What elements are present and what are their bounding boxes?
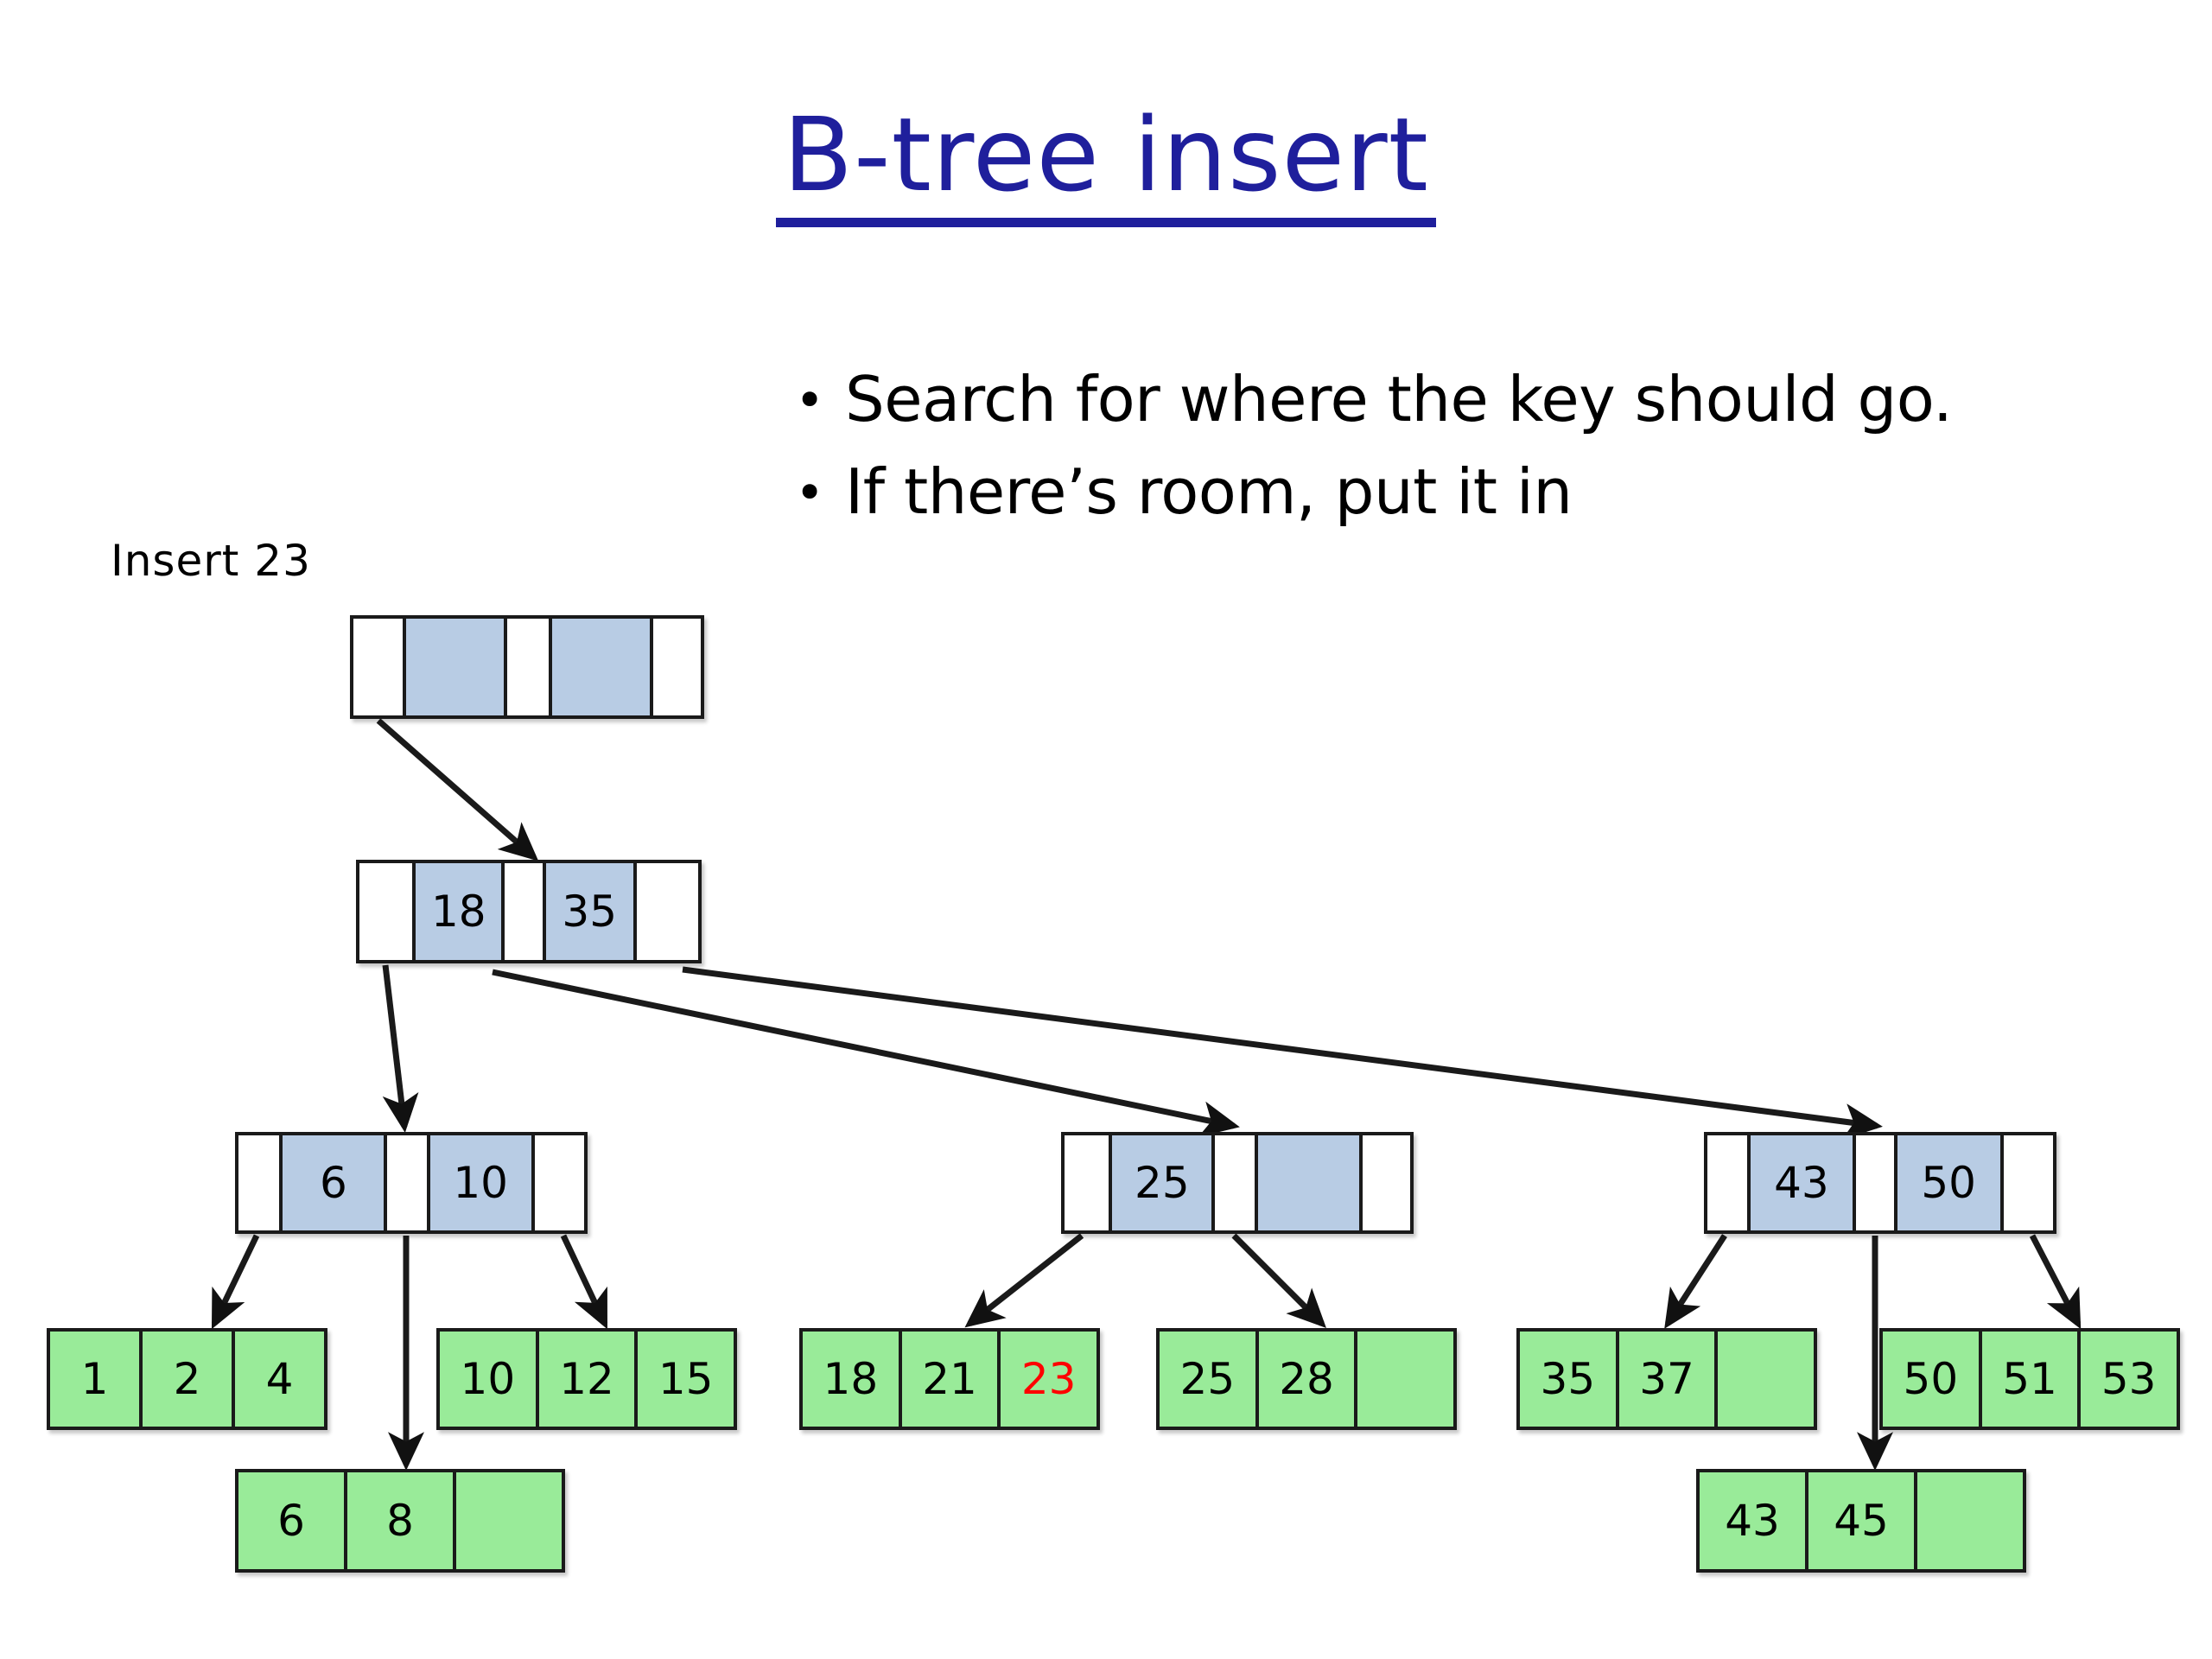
leaf-node-1-2-4-slot-2: 4 [235, 1332, 324, 1427]
bullet-text-search: Search for where the key should go. [845, 363, 1953, 435]
root-node-key-1 [406, 619, 508, 715]
internal-node-43-50-pointer-2 [1856, 1135, 1897, 1230]
internal-node-25-pointer-2 [1215, 1135, 1258, 1230]
internal-node-18-35-pointer-4 [636, 863, 698, 960]
bullet-item-room: • If there’s room, put it in [795, 455, 2091, 529]
internal-node-43-50-pointer-4 [2003, 1135, 2053, 1230]
bullet-text-room: If there’s room, put it in [845, 454, 1573, 528]
leaf-node-25-28-slot-2 [1357, 1332, 1454, 1427]
leaf-node-18-21-23-slot-1: 21 [901, 1332, 1001, 1427]
root-node[interactable] [350, 615, 704, 719]
internal-node-6-10[interactable]: 6 10 [235, 1132, 588, 1234]
tree-edge-group [211, 718, 2082, 1471]
internal-node-6-10-pointer-0 [238, 1135, 283, 1230]
internal-node-18-35-pointer-0 [359, 863, 416, 960]
root-node-pointer-4 [652, 619, 701, 715]
internal-node-6-10-key-1: 6 [283, 1135, 388, 1230]
internal-node-25-pointer-0 [1065, 1135, 1113, 1230]
edge-node-25-to-leaf-25-28 [1231, 1233, 1326, 1328]
edge-node-25-to-leaf-18-21-23 [964, 1233, 1084, 1328]
internal-node-18-35-key-1: 18 [416, 863, 505, 960]
leaf-node-43-45-slot-2 [1917, 1472, 2023, 1569]
leaf-node-1-2-4-slot-0: 1 [50, 1332, 143, 1427]
page-title-text: B-tree insert [776, 104, 1436, 227]
leaf-node-50-51-53-slot-1: 51 [1981, 1332, 2082, 1427]
bullet-marker-icon: • [795, 371, 825, 429]
leaf-node-35-37-slot-0: 35 [1520, 1332, 1619, 1427]
edge-node-43-50-to-leaf-50-51-53 [2029, 1234, 2082, 1330]
leaf-node-18-21-23-slot-0: 18 [803, 1332, 902, 1427]
edge-internal-to-node-6-10 [382, 964, 419, 1133]
bullet-list: • Search for where the key should go. • … [795, 363, 2091, 548]
edge-node-6-10-to-leaf-10-12-15 [560, 1234, 608, 1330]
leaf-node-6-8-slot-2 [456, 1472, 562, 1569]
leaf-node-43-45-slot-0: 43 [1700, 1472, 1808, 1569]
root-node-key-3 [551, 619, 653, 715]
page-title: B-tree insert [0, 104, 2212, 227]
leaf-node-43-45-slot-1: 45 [1808, 1472, 1917, 1569]
edge-node-43-50-to-leaf-35-37 [1664, 1234, 1727, 1329]
internal-node-6-10-key-3: 10 [429, 1135, 535, 1230]
internal-node-25-key-1: 25 [1112, 1135, 1216, 1230]
leaf-node-25-28-slot-0: 25 [1160, 1332, 1259, 1427]
internal-node-43-50-key-1: 43 [1750, 1135, 1857, 1230]
internal-node-43-50-pointer-0 [1707, 1135, 1751, 1230]
leaf-node-18-21-23-slot-2: 23 [1001, 1332, 1097, 1427]
insert-annotation-label: Insert 23 [111, 536, 311, 586]
leaf-node-25-28-slot-1: 28 [1258, 1332, 1358, 1427]
internal-node-18-35-key-3: 35 [545, 863, 637, 960]
root-node-pointer-0 [353, 619, 407, 715]
leaf-node-10-12-15-slot-1: 12 [538, 1332, 639, 1427]
leaf-node-35-37-slot-2 [1718, 1332, 1815, 1427]
internal-node-25-key-3 [1257, 1135, 1363, 1230]
bullet-marker-icon: • [795, 462, 825, 522]
leaf-node-6-8-slot-0: 6 [238, 1472, 347, 1569]
internal-node-43-50-key-3: 50 [1897, 1135, 2004, 1230]
internal-node-18-35-pointer-2 [505, 863, 546, 960]
internal-node-43-50[interactable]: 43 50 [1704, 1132, 2056, 1234]
internal-node-25[interactable]: 25 [1061, 1132, 1414, 1234]
root-node-pointer-2 [507, 619, 552, 715]
edge-root-to-internal-18-35 [376, 718, 539, 861]
edge-internal-to-node-25 [492, 969, 1240, 1137]
internal-node-25-pointer-4 [1362, 1135, 1410, 1230]
leaf-node-50-51-53-slot-0: 50 [1883, 1332, 1982, 1427]
edge-internal-to-node-43-50 [682, 966, 1883, 1140]
leaf-node-6-8-slot-1: 8 [347, 1472, 456, 1569]
leaf-node-35-37-slot-1: 37 [1618, 1332, 1719, 1427]
leaf-node-50-51-53-slot-2: 53 [2081, 1332, 2177, 1427]
internal-node-6-10-pointer-4 [534, 1135, 584, 1230]
bullet-item-search: • Search for where the key should go. [795, 363, 2091, 436]
internal-node-6-10-pointer-2 [387, 1135, 430, 1230]
leaf-node-10-12-15-slot-2: 15 [638, 1332, 734, 1427]
edge-node-6-10-to-leaf-1-2-4 [211, 1234, 260, 1330]
leaf-node-10-12-15-slot-0: 10 [440, 1332, 539, 1427]
leaf-node-1-2-4-slot-1: 2 [143, 1332, 235, 1427]
